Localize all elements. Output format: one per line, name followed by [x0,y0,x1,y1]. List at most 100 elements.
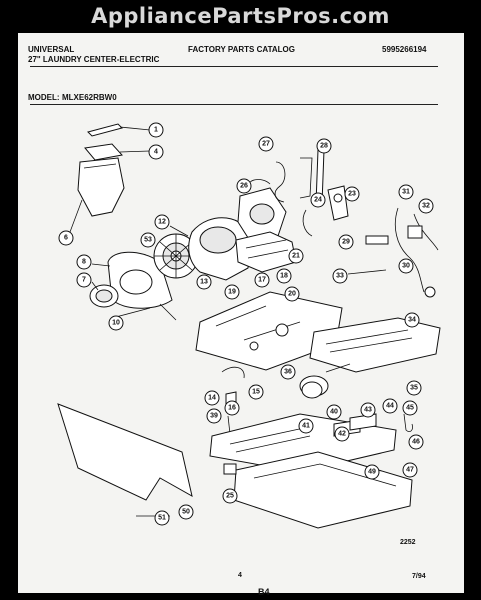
svg-text:35: 35 [410,385,418,392]
svg-text:44: 44 [386,403,394,410]
model-rule [30,104,438,105]
figure-code: 2252 [400,539,416,546]
callout-44: 44 [382,398,398,414]
svg-text:34: 34 [408,317,416,324]
svg-text:33: 33 [336,273,344,280]
svg-text:47: 47 [406,467,414,474]
catalog-title: FACTORY PARTS CATALOG [188,45,295,54]
part-trap-top [84,143,151,161]
svg-text:10: 10 [112,320,120,327]
part-bracket [87,123,151,137]
svg-text:24: 24 [314,197,322,204]
callout-32: 32 [418,198,434,214]
svg-text:51: 51 [158,515,166,522]
svg-text:17: 17 [258,277,266,284]
svg-text:19: 19 [228,289,236,296]
svg-text:25: 25 [226,493,234,500]
svg-text:40: 40 [330,409,338,416]
svg-text:13: 13 [200,279,208,286]
callout-33: 33 [332,268,348,284]
svg-text:15: 15 [252,389,260,396]
svg-text:12: 12 [158,219,166,226]
callout-26: 26 [236,178,252,194]
header-rule [30,66,438,67]
svg-text:29: 29 [342,239,350,246]
svg-text:41: 41 [302,423,310,430]
print-date: 7/94 [412,573,426,580]
callout-45: 45 [402,400,418,416]
part-base-plate [195,291,343,371]
callout-17: 17 [254,272,270,288]
svg-text:6: 6 [64,235,68,242]
part-lint-duct [69,157,125,233]
svg-text:8: 8 [82,259,86,266]
svg-text:26: 26 [240,183,248,190]
svg-text:39: 39 [210,413,218,420]
svg-text:21: 21 [292,253,300,260]
catalog-part-number: 5995266194 [382,45,427,54]
callout-19: 19 [224,284,240,300]
part-leveling-foot [223,463,237,475]
callout-12: 12 [154,214,170,230]
svg-text:16: 16 [228,405,236,412]
svg-text:36: 36 [284,369,292,376]
callout-18: 18 [276,268,292,284]
svg-text:18: 18 [280,273,288,280]
callout-23: 23 [344,186,360,202]
callout-25: 25 [222,488,238,504]
svg-text:43: 43 [364,407,372,414]
callout-42: 42 [334,426,350,442]
svg-text:31: 31 [402,189,410,196]
callout-30: 30 [398,258,414,274]
svg-text:14: 14 [208,395,216,402]
part-idler-pulley [302,185,349,237]
callout-13: 13 [196,274,212,290]
callout-15: 15 [248,384,264,400]
svg-text:32: 32 [422,203,430,210]
svg-text:45: 45 [406,405,414,412]
callout-16: 16 [224,400,240,416]
svg-text:30: 30 [402,263,410,270]
callout-43: 43 [360,402,376,418]
callout-27: 27 [258,136,274,152]
callout-4: 4 [148,144,164,160]
part-heater-box [309,317,441,373]
callout-41: 41 [298,418,314,434]
svg-text:23: 23 [348,191,356,198]
svg-text:28: 28 [320,143,328,150]
page-number: 4 [238,572,242,579]
part-bulkhead [209,413,413,473]
svg-text:1: 1 [154,127,158,134]
callout-34: 34 [404,312,420,328]
callout-14: 14 [204,390,220,406]
callout-29: 29 [338,234,354,250]
svg-text:53: 53 [144,237,152,244]
watermark: AppliancePartsPros.com [91,4,390,28]
svg-text:4: 4 [154,149,158,156]
callout-10: 10 [108,315,124,331]
callout-51: 51 [154,510,170,526]
callout-36: 36 [280,364,296,380]
svg-text:50: 50 [182,509,190,516]
svg-text:27: 27 [262,141,270,148]
callout-47: 47 [402,462,418,478]
callout-31: 31 [398,184,414,200]
part-drive-motor [237,179,287,245]
svg-text:20: 20 [288,291,296,298]
model-value: MLXE62RBW0 [62,93,117,102]
callout-50: 50 [178,504,194,520]
callout-53: 53 [140,232,156,248]
model-label: MODEL: [28,93,60,102]
part-side-panel [57,403,193,517]
callout-40: 40 [326,404,342,420]
callout-20: 20 [284,286,300,302]
callout-28: 28 [316,138,332,154]
svg-text:42: 42 [338,431,346,438]
callout-8: 8 [76,254,92,270]
callout-49: 49 [364,464,380,480]
svg-text:46: 46 [412,439,420,446]
part-blower-housing [169,217,253,281]
callout-6: 6 [58,230,74,246]
brand: UNIVERSAL [28,45,75,54]
